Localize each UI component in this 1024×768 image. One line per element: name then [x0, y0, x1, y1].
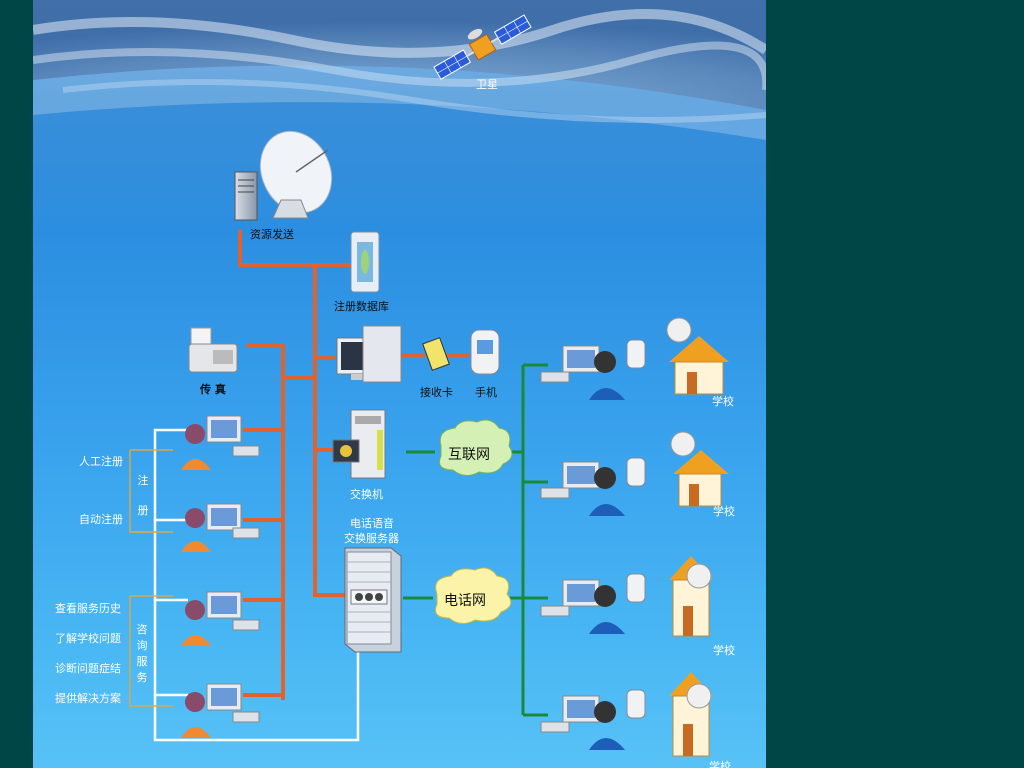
receiver-card-icon [422, 337, 450, 371]
school-house-4 [669, 672, 713, 757]
registry-server-icon [350, 231, 380, 293]
mobile-phone-icon [470, 329, 500, 375]
satellite-icon [433, 14, 532, 80]
school-house-1 [666, 317, 729, 395]
consulting-item-4: 提供解决方案 [55, 692, 121, 705]
fax-icon [188, 327, 238, 373]
resource-sender-label: 资源发送 [250, 228, 294, 241]
satellite-dish-icon [259, 130, 333, 219]
fax-label: 传 真 [200, 383, 226, 396]
operator-auto-registration [181, 503, 260, 552]
school-user-3 [540, 573, 646, 634]
voice-server-label-line1: 电话语音 [350, 517, 394, 530]
school-label-4: 学校 [709, 760, 731, 768]
school-user-4 [540, 689, 646, 750]
school-house-3 [669, 556, 713, 637]
school-label-2: 学校 [713, 505, 735, 518]
school-label-3: 学校 [713, 644, 735, 657]
user-link-lines [153, 428, 360, 742]
internet-cloud-icon [439, 419, 513, 476]
operator-manual-registration [181, 415, 260, 470]
school-user-1 [540, 339, 646, 400]
consulting-item-2: 了解学校问题 [55, 632, 121, 645]
consulting-item-3: 诊断问题症结 [55, 662, 121, 675]
voice-server-label-line2: 交换服务器 [344, 532, 399, 545]
earth-horizon [33, 0, 766, 140]
consulting-group-label: 咨询服务 [136, 623, 148, 684]
receiver-card-label: 接收卡 [420, 386, 453, 399]
internet-label: 互联网 [448, 447, 490, 463]
voice-server-icon [344, 547, 402, 653]
registration-bracket [129, 449, 173, 533]
school-user-2 [540, 457, 646, 516]
switch-icon [332, 409, 386, 479]
switch-label: 交换机 [350, 488, 383, 501]
backbone-lines [238, 230, 469, 700]
auto-registration-label: 自动注册 [79, 513, 123, 526]
school-house-2 [670, 431, 729, 507]
diagram-panel: 卫星 资源发送 注册数据库 传 真 接收卡 手机 交换机 电话语音 交换服务器 … [33, 0, 766, 768]
registration-group-label: 注册 [137, 474, 149, 517]
network-lines [403, 363, 548, 717]
manual-registration-label: 人工注册 [79, 455, 123, 468]
resource-server-icon [234, 171, 258, 221]
desktop-computer-icon [336, 325, 402, 383]
operator-consulting-1 [181, 591, 260, 646]
operator-consulting-2 [181, 683, 260, 738]
consulting-item-1: 查看服务历史 [55, 602, 121, 615]
consulting-bracket [129, 595, 173, 707]
phone-network-cloud-icon [435, 567, 512, 624]
registry-db-label: 注册数据库 [334, 300, 389, 313]
phone-network-label: 电话网 [444, 593, 486, 609]
school-label-1: 学校 [712, 395, 734, 408]
satellite-label: 卫星 [476, 78, 498, 91]
phone-label: 手机 [475, 386, 497, 399]
